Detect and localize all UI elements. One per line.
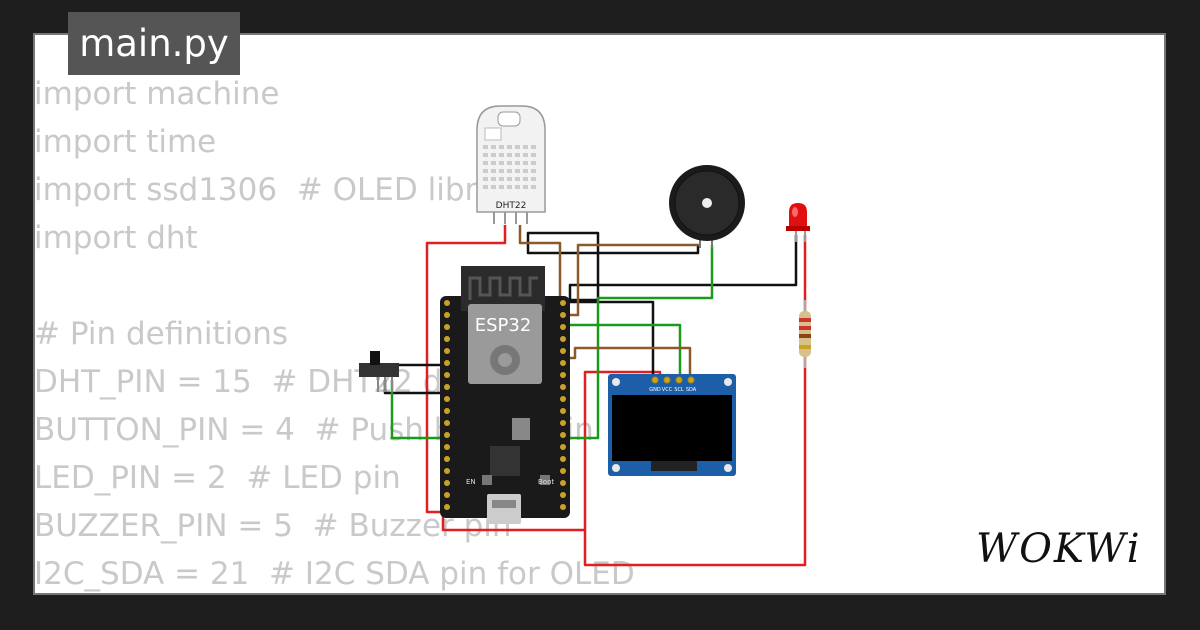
wire-red-left [425, 225, 507, 514]
dht22-label: DHT22 [496, 201, 527, 211]
wire-green-oled [562, 323, 682, 380]
wire-brown-buzzer [562, 243, 700, 317]
wire-red-bottom [441, 370, 662, 532]
led-red[interactable] [786, 203, 810, 242]
wire-black-switch [383, 380, 445, 395]
oled-display[interactable]: GND VCC SCL SDA [608, 374, 736, 476]
esp32-label: ESP32 [475, 315, 532, 336]
code-line: LED_PIN = 2 # LED pin [34, 460, 401, 496]
wire-red-led [583, 235, 807, 567]
esp32-board[interactable]: ESP32 EN Boot [440, 266, 570, 524]
code-line: import time [34, 124, 217, 160]
resistor[interactable] [799, 300, 811, 368]
code-line: import dht [34, 220, 198, 256]
wire-green-buzzer [565, 245, 714, 440]
wire-black-oled [562, 300, 655, 380]
dht22-sensor[interactable]: DHT22 [476, 105, 546, 224]
code-line: I2C_SDA = 21 # I2C SDA pin for OLED [34, 556, 635, 592]
wire-black-buzzer [526, 243, 700, 255]
boot-button-label: Boot [538, 478, 554, 486]
en-button-label: EN [466, 478, 476, 486]
wire-black-dht [526, 231, 600, 302]
slide-switch[interactable] [359, 351, 399, 392]
oled-pin-vcc: VCC [662, 387, 673, 393]
oled-pin-sda: SDA [686, 387, 697, 393]
wire-black-led [568, 235, 798, 300]
buzzer[interactable] [669, 165, 745, 248]
wire-brown-oled [562, 346, 692, 380]
diagram-canvas [33, 33, 1166, 595]
wokwi-logo: WOKWi [976, 526, 1142, 572]
code-line: import machine [34, 76, 280, 112]
file-tab[interactable]: main.py [68, 12, 240, 75]
code-line: # Pin definitions [34, 316, 289, 352]
oled-pin-scl: SCL [674, 387, 684, 393]
oled-pin-gnd: GND [649, 387, 661, 393]
